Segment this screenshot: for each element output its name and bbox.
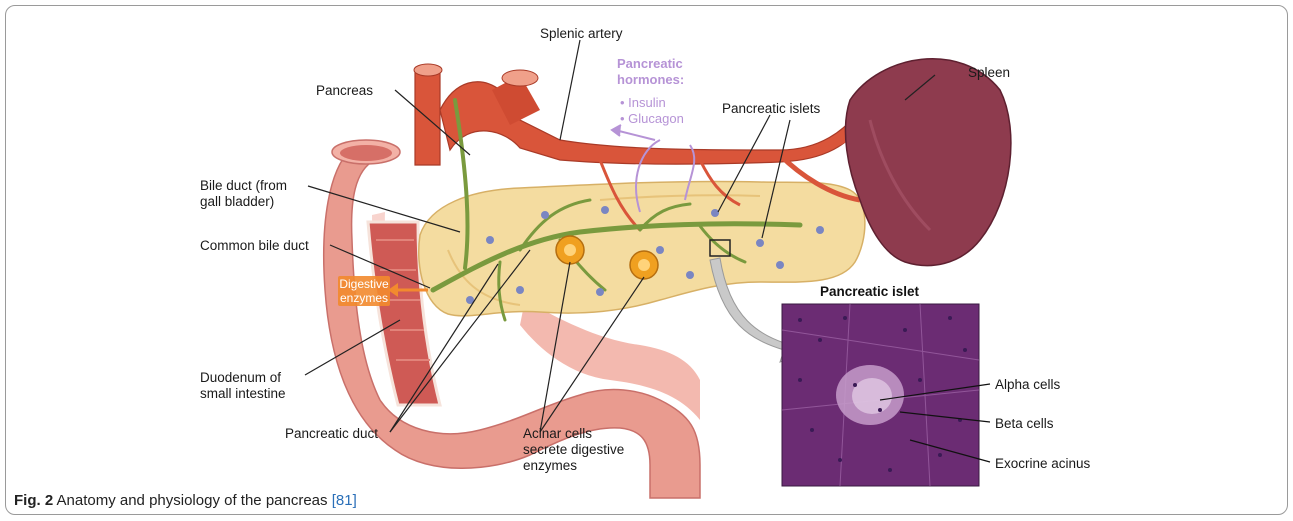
pancreatic-hormones-text: Pancreatic hormones:	[617, 56, 684, 87]
acinar-cells-label-line3: enzymes	[523, 457, 577, 474]
splenic-artery-label: Splenic artery	[540, 25, 623, 42]
bile-duct-label-line2: gall bladder)	[200, 193, 274, 210]
spleen-label: Spleen	[968, 64, 1010, 81]
acinar-cells-label-line2: secrete digestive	[523, 441, 624, 458]
common-bile-duct-label: Common bile duct	[200, 237, 309, 254]
caption-text: Anatomy and physiology of the pancreas	[57, 492, 328, 509]
figure-number: Fig. 2	[14, 492, 53, 509]
pancreatic-islets-label: Pancreatic islets	[722, 100, 820, 117]
pancreas	[419, 181, 865, 315]
pancreatic-islet-title: Pancreatic islet	[820, 284, 919, 299]
spleen	[845, 59, 1010, 266]
reference-close: ]	[353, 492, 357, 509]
duodenum-label-line2: small intestine	[200, 385, 286, 402]
duodenum-label-line1: Duodenum of	[200, 369, 281, 386]
glucagon-label: • Glucagon	[620, 111, 684, 127]
pancreatic-duct-label: Pancreatic duct	[285, 425, 378, 442]
beta-cells-label: Beta cells	[995, 415, 1054, 432]
bile-duct-label-line1: Bile duct (from	[200, 177, 287, 194]
figure-caption: Fig. 2 Anatomy and physiology of the pan…	[14, 492, 357, 509]
digestive-line2: enzymes	[338, 291, 390, 305]
acinar-cells-label-line1: Acinar cells	[523, 425, 592, 442]
pancreas-label: Pancreas	[316, 82, 373, 99]
pancreatic-hormones-label: Pancreatic hormones:	[617, 56, 737, 88]
alpha-cells-label: Alpha cells	[995, 376, 1060, 393]
exocrine-acinus-label: Exocrine acinus	[995, 455, 1090, 472]
reference-number[interactable]: 81	[336, 492, 353, 509]
insulin-label: • Insulin	[620, 95, 666, 111]
digestive-line1: Digestive	[338, 277, 390, 291]
digestive-enzymes-label: Digestive enzymes	[338, 277, 390, 305]
islet-micrograph	[782, 304, 990, 486]
